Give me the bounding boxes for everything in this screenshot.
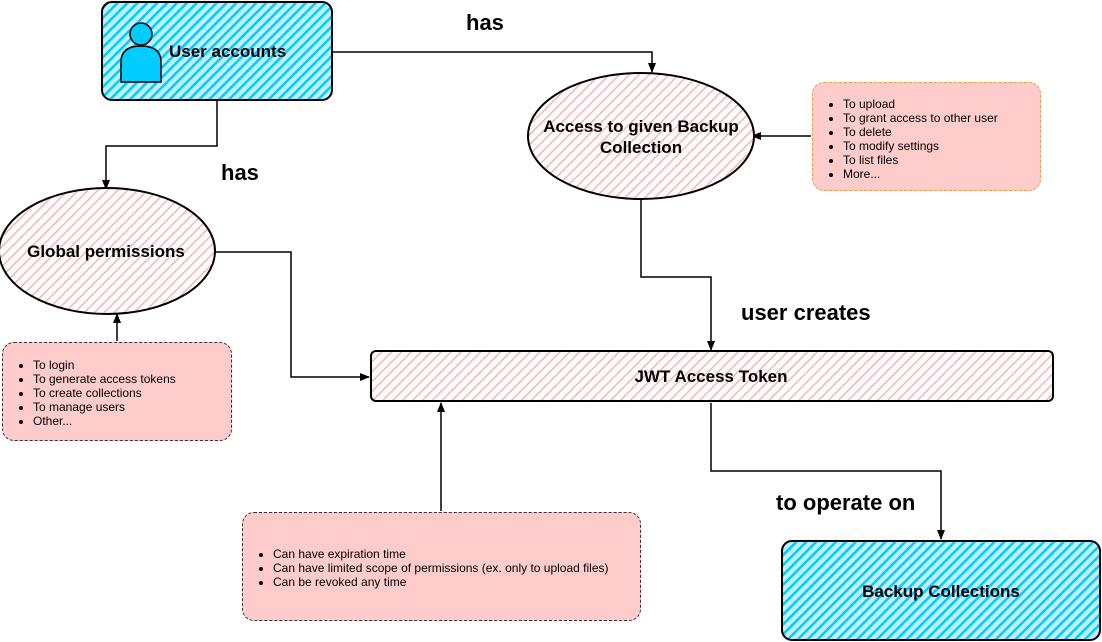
- edge-access-to-token: [640, 198, 715, 351]
- global-permissions-label: Global permissions: [27, 242, 185, 261]
- access-collection-label-line2: Collection: [600, 138, 682, 157]
- edge-label-to-operate-on: to operate on: [776, 490, 915, 515]
- list-item: To login: [33, 358, 231, 372]
- list-item: Can have limited scope of permissions (e…: [273, 561, 640, 575]
- edge-user-to-global: [102, 100, 218, 190]
- note-token-properties: Can have expiration time Can have limite…: [242, 512, 641, 621]
- user-accounts-label: User accounts: [169, 42, 286, 61]
- edge-token-to-backup: [710, 403, 945, 540]
- list-item: To list files: [843, 153, 1040, 167]
- list-item: To modify settings: [843, 139, 1040, 153]
- edge-label-has-top: has: [466, 10, 504, 35]
- user-icon: [120, 22, 162, 83]
- list-item: Other...: [33, 414, 231, 428]
- list-item: To generate access tokens: [33, 372, 231, 386]
- list-item: To upload: [843, 97, 1040, 111]
- list-item: More...: [843, 167, 1040, 181]
- note-access-rights: To upload To grant access to other user …: [812, 82, 1041, 191]
- list-item: To manage users: [33, 400, 231, 414]
- token-properties-list: Can have expiration time Can have limite…: [243, 547, 640, 589]
- access-rights-list: To upload To grant access to other user …: [813, 97, 1040, 181]
- node-jwt-token: JWT Access Token: [370, 350, 1054, 402]
- backup-collections-label: Backup Collections: [862, 582, 1020, 601]
- edge-user-to-access: [333, 51, 656, 73]
- list-item: Can be revoked any time: [273, 575, 640, 589]
- list-item: Can have expiration time: [273, 547, 640, 561]
- node-user-accounts: User accounts: [101, 1, 333, 101]
- edge-global-to-token: [216, 251, 370, 381]
- list-item: To grant access to other user: [843, 111, 1040, 125]
- access-collection-label-line1: Access to given Backup: [543, 117, 739, 136]
- node-backup-collections: Backup Collections: [781, 540, 1101, 641]
- edge-label-has-left: has: [221, 160, 259, 185]
- note-global-rights: To login To generate access tokens To cr…: [2, 342, 232, 441]
- edge-label-user-creates: user creates: [741, 300, 871, 325]
- global-rights-list: To login To generate access tokens To cr…: [3, 358, 231, 428]
- list-item: To delete: [843, 125, 1040, 139]
- node-access-collection: Access to given Backup Collection: [527, 72, 755, 200]
- jwt-token-label: JWT Access Token: [634, 367, 787, 386]
- node-global-permissions: Global permissions: [0, 187, 216, 315]
- edges: [102, 51, 945, 540]
- list-item: To create collections: [33, 386, 231, 400]
